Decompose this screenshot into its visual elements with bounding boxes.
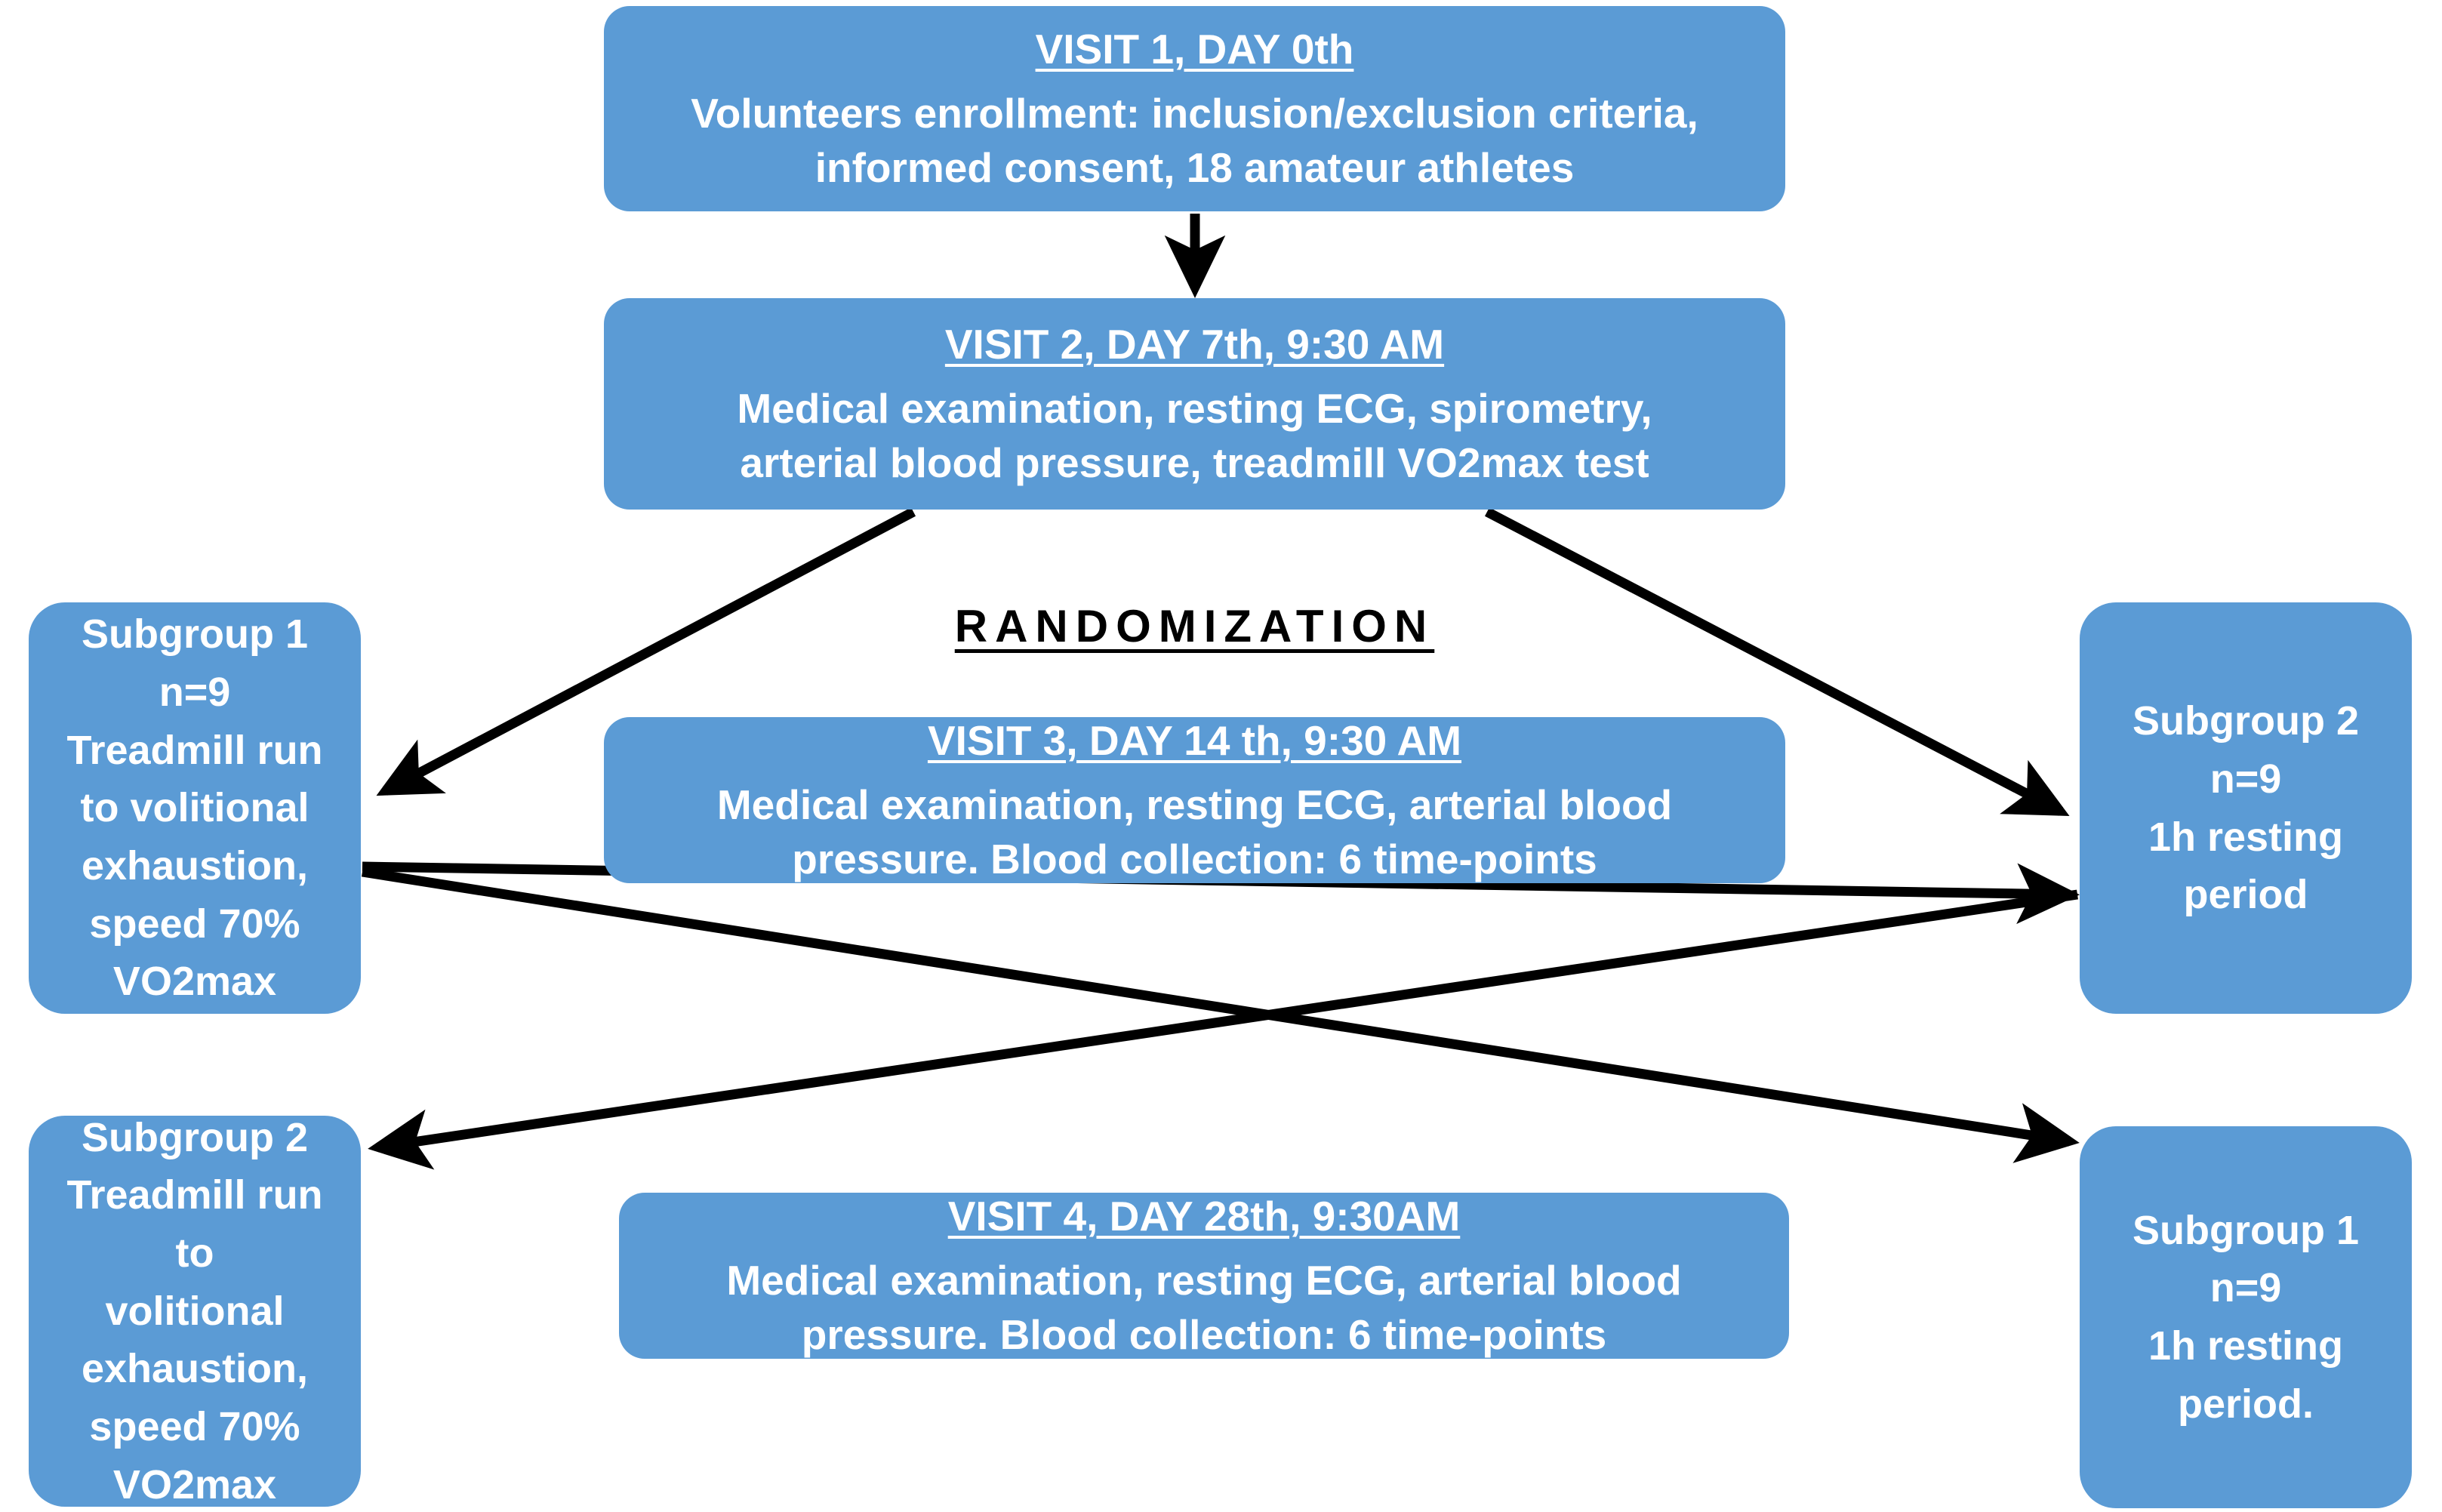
subgroup-2-bottom-line-3: volitional [105, 1288, 285, 1334]
node-visit-2[interactable]: VISIT 2, DAY 7th, 9:30 AM Medical examin… [604, 298, 1785, 510]
node-subgroup-2-rest[interactable]: Subgroup 2 n=9 1h resting period [2080, 602, 2412, 1014]
visit-4-line-2: pressure. Blood collection: 6 time-point… [801, 1310, 1607, 1358]
subgroup-1-top-line-3: Treadmill run [66, 727, 323, 773]
subgroup-1-bottom-line-2: n=9 [2210, 1265, 2282, 1311]
subgroup-1-top-line-2: n=9 [159, 669, 231, 715]
node-subgroup-1-rest[interactable]: Subgroup 1 n=9 1h resting period. [2080, 1126, 2412, 1508]
visit-2-line-1: Medical examination, resting ECG, spirom… [737, 385, 1652, 433]
subgroup-1-top-line-1: Subgroup 1 [82, 611, 308, 657]
arrow-subgroup1-top-to-subgroup1-bottom [361, 867, 2080, 1163]
visit-4-line-1: Medical examination, resting ECG, arteri… [726, 1257, 1682, 1304]
visit-1-title: VISIT 1, DAY 0th [1035, 25, 1354, 72]
subgroup-2-bottom-line-2: Treadmill run to [66, 1172, 323, 1276]
visit-2-title: VISIT 2, DAY 7th, 9:30 AM [944, 320, 1445, 368]
visit-1-line-2: informed consent, 18 amateur athletes [815, 143, 1575, 191]
subgroup-1-bottom-line-3: 1h resting [2148, 1323, 2344, 1369]
subgroup-2-bottom-line-1: Subgroup 2 [82, 1114, 308, 1160]
node-subgroup-1-exercise[interactable]: Subgroup 1 n=9 Treadmill run to volition… [29, 602, 361, 1014]
node-visit-3[interactable]: VISIT 3, DAY 14 th, 9:30 AM Medical exam… [604, 717, 1785, 883]
visit-3-line-2: pressure. Blood collection: 6 time-point… [792, 835, 1597, 882]
node-visit-4[interactable]: VISIT 4, DAY 28th, 9:30AM Medical examin… [619, 1193, 1789, 1359]
visit-3-line-1: Medical examination, resting ECG, arteri… [716, 781, 1673, 829]
subgroup-2-top-line-2: n=9 [2210, 756, 2282, 802]
randomization-label: RANDOMIZATION [954, 601, 1435, 651]
subgroup-1-top-line-7: VO2max [112, 959, 277, 1005]
subgroup-2-top-line-4: period [2183, 872, 2308, 918]
subgroup-1-top-line-4: to volitional [80, 785, 309, 831]
subgroup-1-top-line-6: speed 70% [89, 901, 300, 947]
subgroup-1-bottom-line-1: Subgroup 1 [2133, 1207, 2359, 1253]
subgroup-1-top-line-5: exhaustion, [81, 842, 309, 888]
node-visit-1[interactable]: VISIT 1, DAY 0th Volunteers enrollment: … [604, 6, 1785, 211]
subgroup-1-bottom-line-4: period. [2177, 1381, 2314, 1427]
visit-3-title: VISIT 3, DAY 14 th, 9:30 AM [927, 716, 1462, 764]
subgroup-2-top-line-1: Subgroup 2 [2133, 698, 2359, 744]
node-subgroup-2-exercise[interactable]: Subgroup 2 Treadmill run to volitional e… [29, 1115, 361, 1507]
visit-4-title: VISIT 4, DAY 28th, 9:30AM [947, 1192, 1461, 1239]
arrow-subgroup2-top-to-subgroup2-bottom [368, 889, 2078, 1170]
visit-1-line-1: Volunteers enrollment: inclusion/exclusi… [691, 90, 1698, 137]
subgroup-2-top-line-3: 1h resting [2148, 814, 2344, 860]
subgroup-2-bottom-line-5: speed 70% [89, 1404, 300, 1450]
subgroup-2-bottom-line-4: exhaustion, [81, 1346, 309, 1392]
visit-2-line-2: arterial blood pressure, treadmill VO2ma… [740, 439, 1649, 486]
subgroup-2-bottom-line-6: VO2max [112, 1461, 277, 1507]
